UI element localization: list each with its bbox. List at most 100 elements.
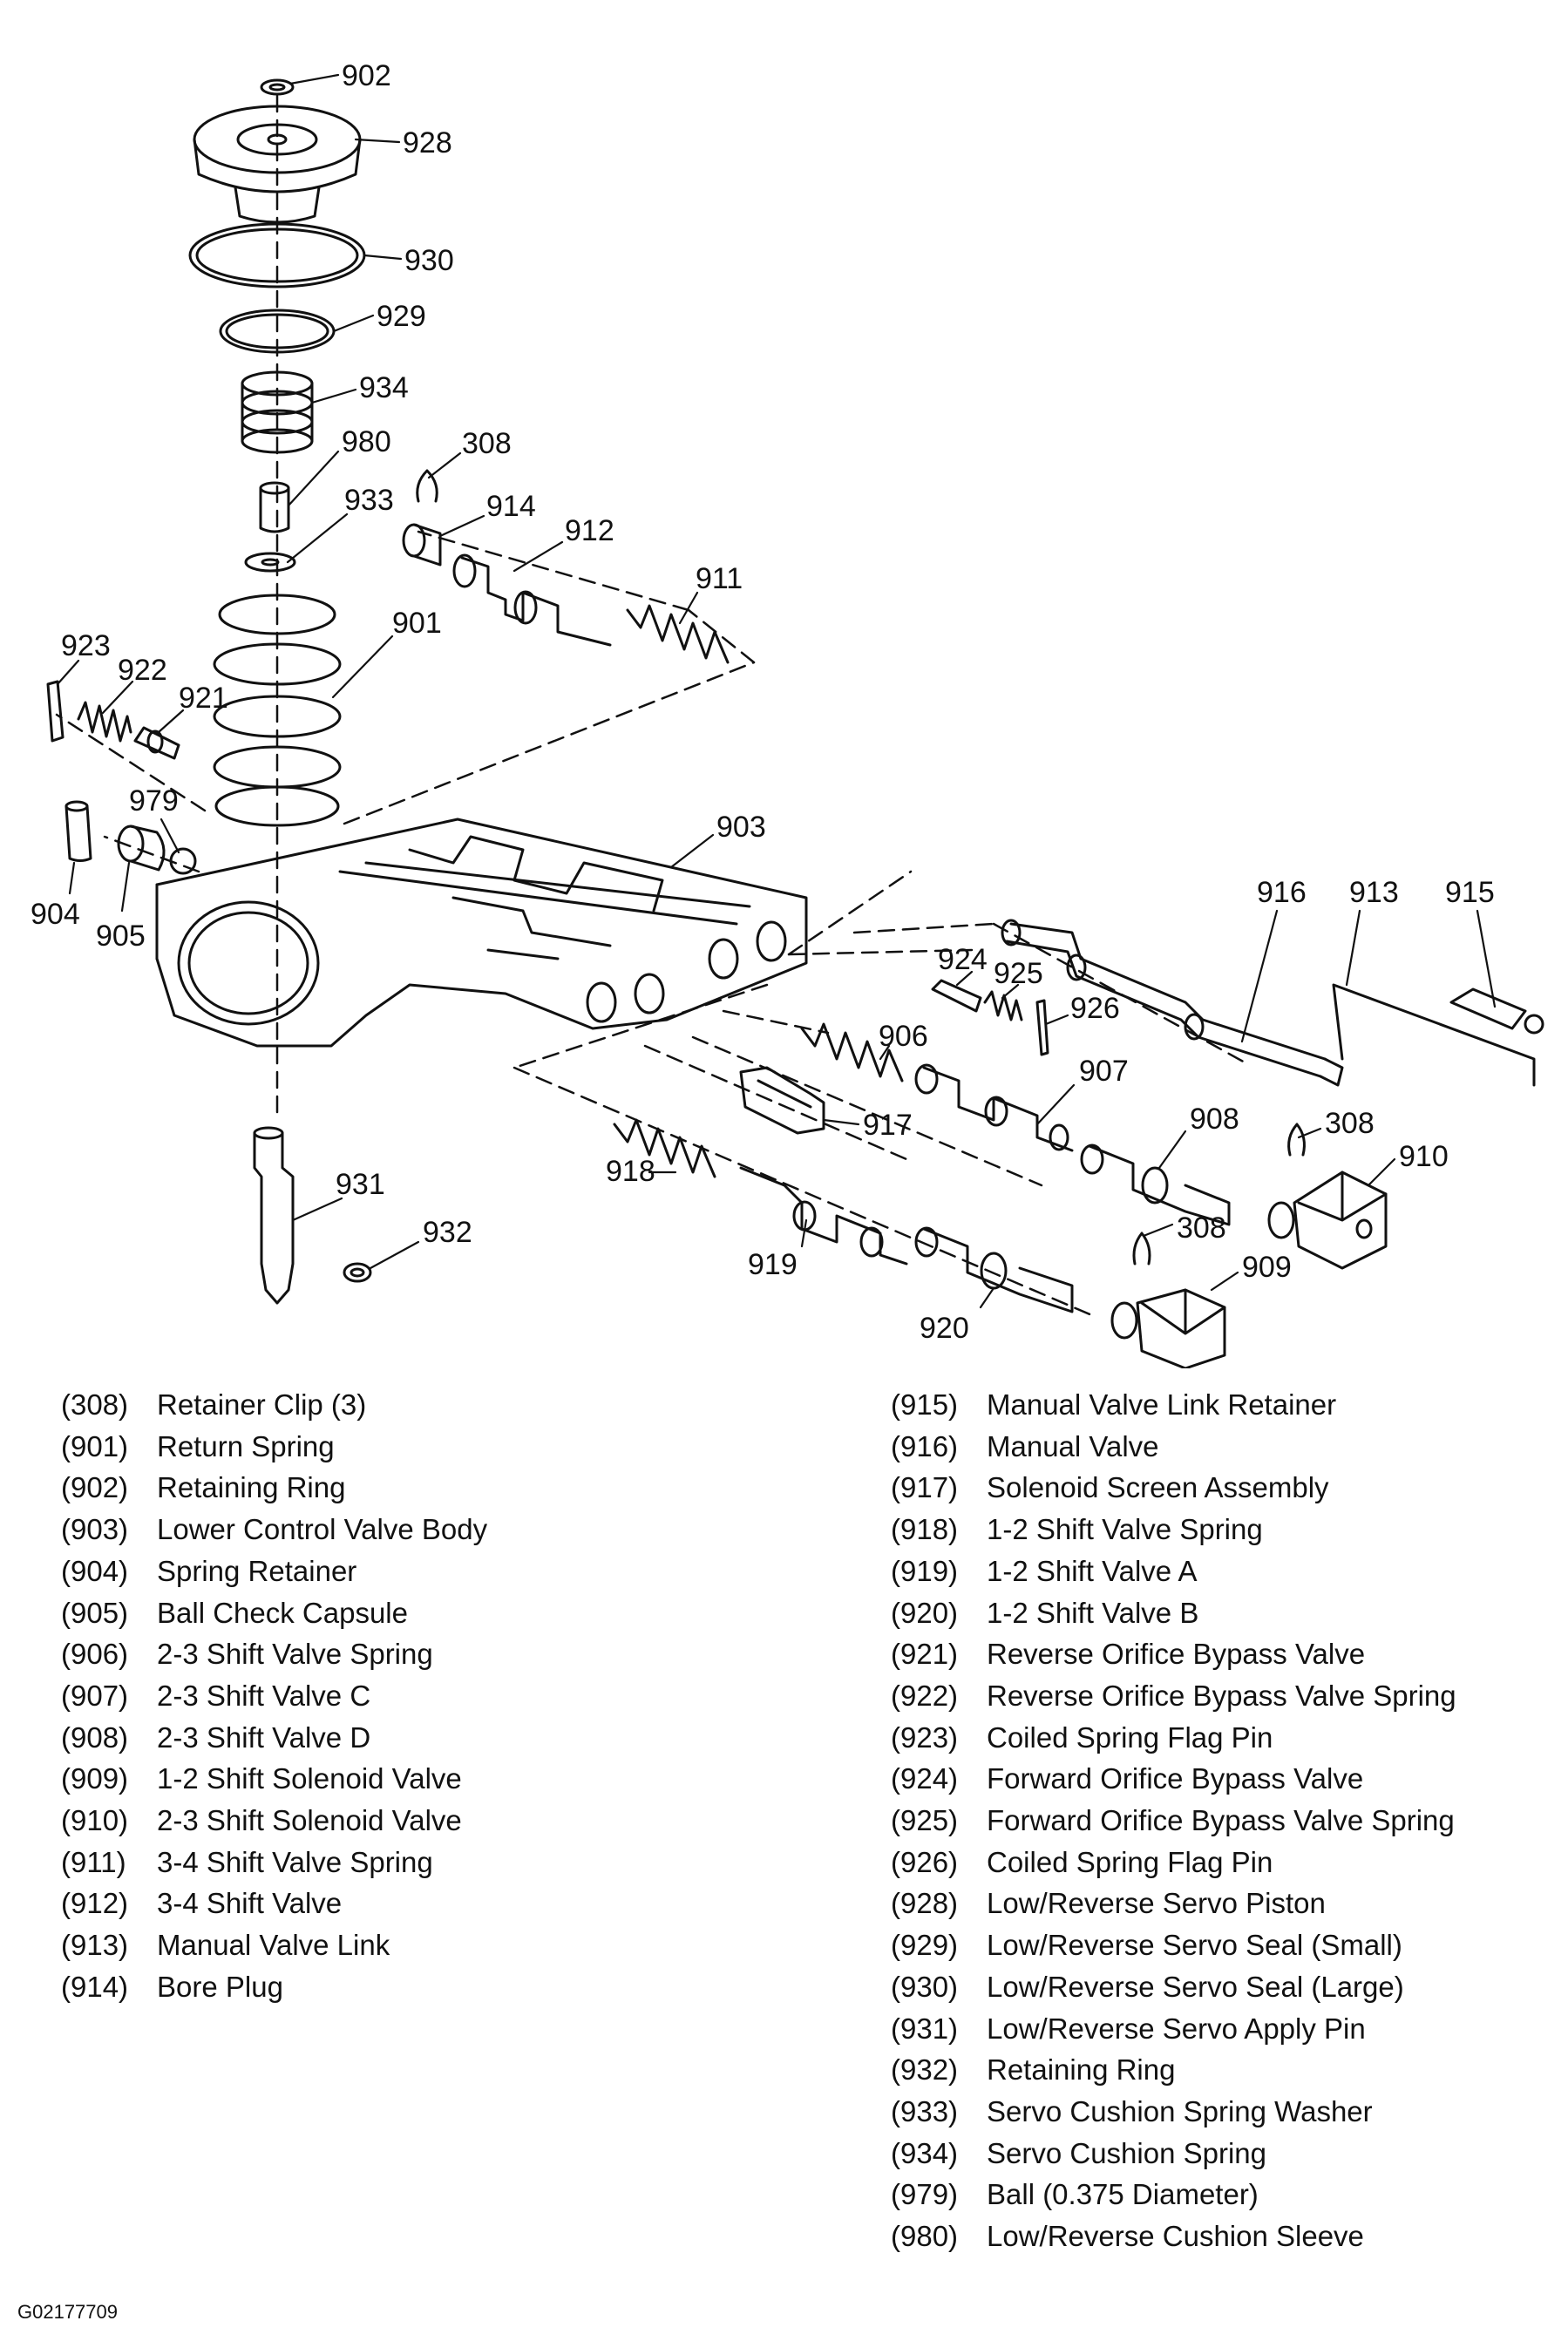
callout-920: 920	[920, 1312, 969, 1345]
legend-entry-label: Manual Valve Link	[157, 1929, 390, 1962]
legend-entry-label: Manual Valve	[987, 1429, 1159, 1462]
callout-930: 930	[404, 244, 454, 277]
legend-entry-label: Spring Retainer	[157, 1554, 357, 1587]
callout-913: 913	[1349, 876, 1399, 909]
part-909-solenoid-valve	[1110, 1288, 1226, 1368]
part-918-shift-valve-spring	[613, 1118, 716, 1178]
callout-980: 980	[342, 425, 391, 458]
part-921-bypass-valve	[133, 726, 180, 760]
legend-entry-label: 1-2 Shift Valve B	[987, 1596, 1199, 1629]
legend-entry: (919)1-2 Shift Valve A	[891, 1551, 1456, 1592]
legend-entry: (931)Low/Reverse Servo Apply Pin	[891, 2008, 1456, 2050]
legend-entry-label: Servo Cushion Spring Washer	[987, 2094, 1373, 2127]
callout-909: 909	[1242, 1251, 1292, 1284]
callout-931: 931	[336, 1168, 385, 1201]
legend-entry-number: (916)	[891, 1429, 959, 1462]
legend-entry-label: 1-2 Shift Valve A	[987, 1554, 1198, 1587]
legend-entry-number: (909)	[61, 1762, 129, 1795]
legend-entry: (904) Spring Retainer	[61, 1551, 487, 1592]
legend-entry-number: (979)	[891, 2178, 959, 2211]
part-308-retainer-clip-upper	[416, 469, 438, 503]
part-932-retaining-ring	[343, 1262, 372, 1283]
part-980-cushion-sleeve	[259, 481, 290, 533]
callout-926: 926	[1070, 992, 1120, 1025]
assembly-centerlines	[55, 94, 1248, 1318]
part-920-shift-valve-b	[914, 1226, 1074, 1313]
figure-code: G02177709	[17, 2301, 118, 2323]
part-308-retainer-clip-middle	[1287, 1123, 1306, 1157]
legend-entry-number: (921)	[891, 1638, 959, 1671]
part-911-shift-valve-spring	[626, 604, 730, 664]
part-914-bore-plug	[402, 523, 442, 567]
callout-928: 928	[403, 126, 452, 159]
legend-entry-number: (904)	[61, 1554, 129, 1587]
part-923-flag-pin	[46, 680, 64, 743]
callout-905: 905	[96, 920, 146, 953]
legend-entry: (925) Forward Orifice Bypass Valve Spring	[891, 1800, 1456, 1842]
callout-919: 919	[748, 1248, 798, 1281]
legend-entry-label: Coiled Spring Flag Pin	[987, 1720, 1273, 1754]
callout-925: 925	[994, 957, 1043, 990]
legend-entry-label: 3-4 Shift Valve Spring	[157, 1845, 433, 1878]
legend-entry-label: 3-4 Shift Valve	[157, 1887, 343, 1920]
callout-933: 933	[344, 484, 394, 517]
callout-932: 932	[423, 1216, 472, 1249]
callout-308-upper: 308	[462, 427, 512, 460]
part-903-valve-body	[155, 818, 808, 1048]
legend-entry-number: (903)	[61, 1513, 129, 1546]
legend-entry-number: (910)	[61, 1804, 129, 1837]
callout-911: 911	[696, 562, 743, 595]
legend-entry-label: Retaining Ring	[157, 1471, 346, 1504]
callout-901: 901	[392, 607, 442, 640]
legend-entry-number: (923)	[891, 1720, 959, 1754]
legend-entry-label: Coiled Spring Flag Pin	[987, 1845, 1273, 1878]
callout-916: 916	[1257, 876, 1307, 909]
legend-entry-label: Solenoid Screen Assembly	[987, 1471, 1329, 1504]
parts-legend-right: (915)Manual Valve Link Retainer(916)Manu…	[891, 1384, 1456, 2257]
legend-entry-label: Manual Valve Link Retainer	[987, 1388, 1337, 1421]
legend-entry: (917)Solenoid Screen Assembly	[891, 1467, 1456, 1509]
part-979-ball	[169, 847, 197, 875]
exploded-diagram: 902 928 930 929 934 980 308 933 914 912 …	[31, 59, 1544, 1368]
callout-906: 906	[879, 1020, 928, 1053]
legend-entry-number: (928)	[891, 1887, 959, 1920]
legend-entry-number: (308)	[61, 1388, 129, 1421]
legend-entry-label: 2-3 Shift Valve Spring	[157, 1638, 433, 1671]
legend-entry-number: (925)	[891, 1804, 959, 1837]
legend-entry-number: (918)	[891, 1513, 959, 1546]
legend-entry: (308)Retainer Clip (3)	[61, 1384, 487, 1426]
legend-entry: (922)Reverse Orifice Bypass Valve Spring	[891, 1675, 1456, 1717]
legend-entry: (901) Return Spring	[61, 1426, 487, 1468]
legend-entry-label: 2-3 Shift Valve D	[157, 1720, 371, 1754]
legend-entry-number: (913)	[61, 1929, 129, 1962]
part-917-solenoid-screen	[739, 1066, 825, 1135]
part-906-shift-valve-spring	[800, 1022, 904, 1082]
legend-entry-number: (912)	[61, 1887, 129, 1920]
legend-entry-number: (901)	[61, 1429, 129, 1462]
callout-918: 918	[606, 1155, 655, 1188]
callout-912: 912	[565, 514, 614, 547]
legend-entry-label: Return Spring	[157, 1429, 335, 1462]
legend-entry: (907)2-3 Shift Valve C	[61, 1675, 487, 1717]
legend-entry-number: (932)	[891, 2053, 959, 2087]
part-922-spring	[77, 701, 132, 743]
part-905-ball-check-capsule	[117, 825, 166, 872]
legend-entry-label: Low/Reverse Servo Seal (Small)	[987, 1929, 1402, 1962]
legend-entry-label: Forward Orifice Bypass Valve	[987, 1762, 1364, 1795]
part-919-shift-valve-a	[739, 1166, 908, 1266]
leader-lines	[56, 73, 1497, 1309]
legend-entry: (926)Coiled Spring Flag Pin	[891, 1842, 1456, 1883]
legend-entry-label: Forward Orifice Bypass Valve Spring	[987, 1804, 1455, 1837]
part-904-spring-retainer	[64, 800, 92, 862]
legend-entry: (979)Ball (0.375 Diameter)	[891, 2174, 1456, 2216]
part-908-shift-valve-d	[1080, 1143, 1231, 1226]
part-901-return-spring	[213, 594, 342, 827]
callout-924: 924	[938, 943, 988, 976]
legend-entry: (923) Coiled Spring Flag Pin	[891, 1717, 1456, 1759]
legend-entry-number: (908)	[61, 1720, 129, 1754]
part-902-retaining-ring	[260, 78, 295, 96]
legend-entry: (914)Bore Plug	[61, 1966, 487, 2008]
legend-entry-label: Low/Reverse Servo Piston	[987, 1887, 1326, 1920]
legend-entry: (913) Manual Valve Link	[61, 1924, 487, 1966]
legend-entry-label: Servo Cushion Spring	[987, 2136, 1267, 2169]
